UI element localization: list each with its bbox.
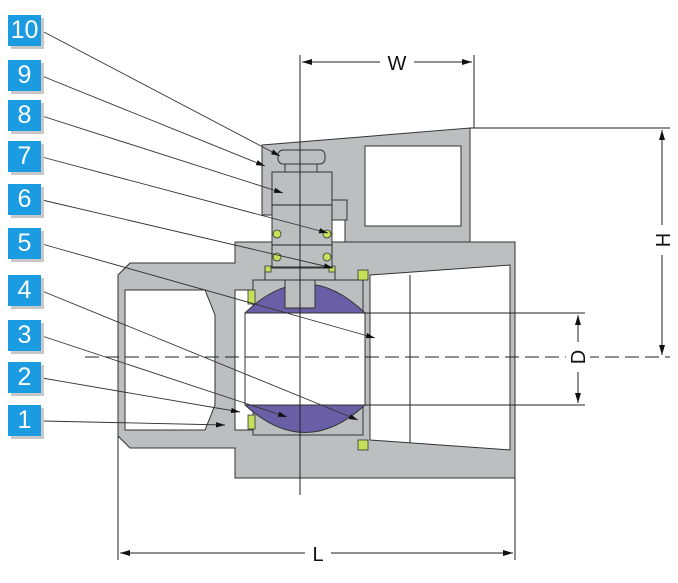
callout-10: 10 (8, 15, 41, 46)
bore-label: D (568, 350, 590, 364)
callout-5: 5 (8, 228, 41, 259)
o-ring (272, 229, 282, 239)
callout-7: 7 (8, 141, 41, 172)
callout-8: 8 (8, 100, 41, 131)
length-label: L (312, 544, 323, 566)
seat-seal (247, 289, 256, 305)
stem-nut (277, 149, 326, 165)
stem (271, 171, 333, 268)
callout-9: 9 (8, 60, 41, 91)
callout-6: 6 (8, 184, 41, 215)
left-port (124, 289, 216, 431)
leader-lines (41, 30, 376, 428)
callout-2: 2 (8, 362, 41, 393)
callout-1: 1 (8, 405, 41, 436)
right-port (369, 264, 511, 451)
callout-4: 4 (8, 275, 41, 306)
callout-3: 3 (8, 320, 41, 351)
width-label: W (388, 53, 407, 75)
handle-window (364, 145, 462, 227)
height-label: H (653, 233, 675, 247)
